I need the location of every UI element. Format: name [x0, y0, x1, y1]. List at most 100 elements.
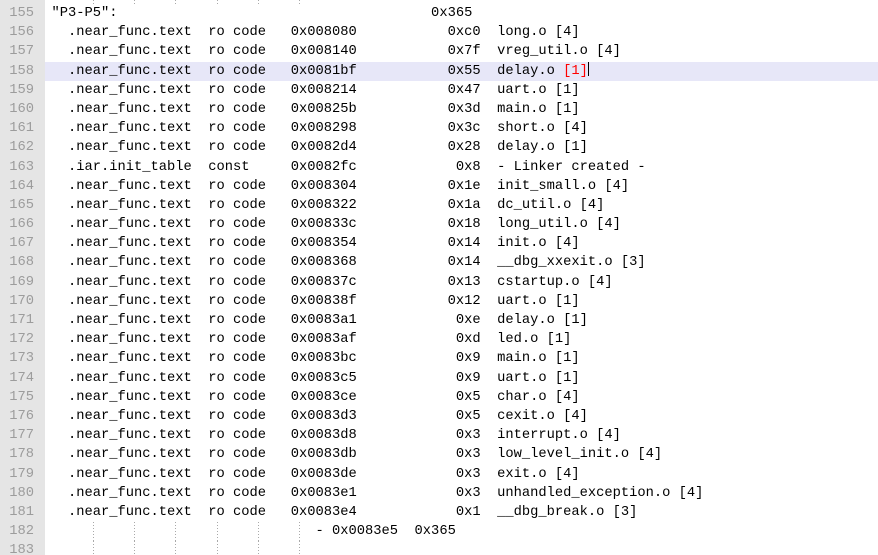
line-text[interactable]: "P3-P5": 0x365 — [51, 6, 473, 21]
line-row: 179 .near_func.text ro code 0x0083de 0x3… — [0, 464, 878, 484]
line-text[interactable]: .near_func.text ro code 0x0083e1 0x3 unh… — [51, 485, 704, 501]
line-text[interactable]: .near_func.text ro code 0x0083c5 0x9 uar… — [51, 370, 580, 386]
line-number[interactable]: 165 — [0, 195, 45, 216]
line-text[interactable]: .near_func.text ro code 0x0081bf 0x55 de… — [45, 61, 878, 81]
partial-line-text[interactable] — [45, 0, 878, 4]
indent-guide — [257, 0, 259, 4]
line-text[interactable]: .near_func.text ro code 0x00833c 0x18 lo… — [51, 217, 621, 233]
line-row: 167 .near_func.text ro code 0x008354 0x1… — [0, 234, 878, 254]
line-number[interactable]: 179 — [0, 464, 45, 484]
line-number[interactable]: 164 — [0, 176, 45, 196]
line-text[interactable]: .near_func.text ro code 0x0083e4 0x1 __d… — [51, 504, 638, 520]
line-number[interactable]: 167 — [0, 234, 45, 254]
line-row: 165 .near_func.text ro code 0x008322 0x1… — [0, 195, 878, 216]
line-number[interactable]: 155 — [0, 4, 45, 24]
line-number[interactable]: 169 — [0, 272, 45, 292]
line-text[interactable]: .near_func.text ro code 0x0083a1 0xe del… — [51, 313, 588, 328]
line-text[interactable]: .near_func.text ro code 0x008214 0x47 ua… — [51, 82, 580, 98]
line-number[interactable]: 180 — [0, 483, 45, 503]
line-row: 176 .near_func.text ro code 0x0083d3 0x5… — [0, 406, 878, 427]
line-row: 169 .near_func.text ro code 0x00837c 0x1… — [0, 272, 878, 292]
line-row: 170 .near_func.text ro code 0x00838f 0x1… — [0, 291, 878, 311]
indent-guide — [92, 522, 94, 542]
line-number[interactable]: 175 — [0, 387, 45, 407]
indent-guide — [134, 522, 135, 542]
line-number[interactable]: 170 — [0, 291, 45, 311]
line-text[interactable]: .near_func.text ro code 0x0083d3 0x5 cex… — [51, 408, 588, 424]
indent-guide — [216, 0, 218, 4]
line-text[interactable] — [45, 541, 878, 555]
line-number[interactable]: 177 — [0, 426, 45, 446]
line-text[interactable]: .near_func.text ro code 0x0083af 0xd led… — [51, 332, 572, 348]
gutter-sliver — [0, 0, 45, 4]
line-row: 160 .near_func.text ro code 0x00825b 0x3… — [0, 99, 878, 120]
line-text[interactable]: .near_func.text ro code 0x0083ce 0x5 cha… — [51, 389, 580, 405]
line-row: 173 .near_func.text ro code 0x0083bc 0x9… — [0, 349, 878, 369]
line-number[interactable]: 176 — [0, 406, 45, 427]
indent-guide — [92, 541, 94, 555]
indent-guide — [299, 541, 300, 555]
bracket-match: [1] — [563, 63, 588, 79]
line-text[interactable]: .near_func.text ro code 0x0083d8 0x3 int… — [51, 428, 621, 444]
line-text[interactable]: .near_func.text ro code 0x00825b 0x3d ma… — [51, 101, 580, 117]
partial-line-top — [0, 0, 878, 4]
line-number[interactable]: 160 — [0, 99, 45, 120]
line-number[interactable]: 173 — [0, 349, 45, 369]
line-text[interactable]: .near_func.text ro code 0x00838f 0x12 ua… — [51, 293, 580, 309]
line-row: 182 - 0x0083e5 0x365 — [0, 522, 878, 542]
indent-guide — [134, 541, 135, 555]
line-row: 159 .near_func.text ro code 0x008214 0x4… — [0, 80, 878, 100]
line-text[interactable]: .near_func.text ro code 0x008080 0xc0 lo… — [51, 25, 580, 41]
line-number[interactable]: 168 — [0, 253, 45, 273]
line-number[interactable]: 174 — [0, 368, 45, 388]
line-number[interactable]: 172 — [0, 330, 45, 350]
line-number[interactable]: 157 — [0, 42, 45, 62]
line-row: 158 .near_func.text ro code 0x0081bf 0x5… — [0, 61, 878, 81]
line-text[interactable]: .near_func.text ro code 0x0082d4 0x28 de… — [51, 140, 588, 156]
line-text[interactable]: .near_func.text ro code 0x0083de 0x3 exi… — [51, 466, 580, 482]
text-caret — [587, 61, 589, 77]
line-text[interactable]: .near_func.text ro code 0x008354 0x14 in… — [51, 236, 580, 252]
line-text[interactable]: .near_func.text ro code 0x008322 0x1a dc… — [51, 197, 605, 213]
line-row: 166 .near_func.text ro code 0x00833c 0x1… — [0, 215, 878, 235]
line-row: 174 .near_func.text ro code 0x0083c5 0x9… — [0, 368, 878, 388]
line-row: 175 .near_func.text ro code 0x0083ce 0x5… — [0, 387, 878, 407]
line-text[interactable]: .near_func.text ro code 0x008298 0x3c sh… — [51, 121, 588, 137]
line-segment: .near_func.text ro code 0x0081bf 0x55 de… — [51, 63, 564, 79]
line-number[interactable]: 159 — [0, 80, 45, 100]
line-number[interactable]: 171 — [0, 311, 45, 331]
line-number[interactable]: 156 — [0, 23, 45, 43]
line-text[interactable]: .near_func.text ro code 0x0083bc 0x9 mai… — [51, 351, 580, 367]
line-text[interactable]: .near_func.text ro code 0x008140 0x7f vr… — [51, 44, 621, 60]
line-text[interactable]: .near_func.text ro code 0x0083db 0x3 low… — [51, 447, 663, 463]
line-row: 183 — [0, 541, 878, 555]
line-text[interactable]: .iar.init_table const 0x0082fc 0x8 - Lin… — [51, 159, 646, 175]
indent-guide — [216, 541, 218, 555]
line-number[interactable]: 183 — [0, 541, 45, 555]
editor-lines: 155 "P3-P5": 0x365 156 .near_func.text r… — [0, 4, 878, 555]
indent-guide — [216, 522, 218, 542]
line-row: 157 .near_func.text ro code 0x008140 0x7… — [0, 42, 878, 62]
line-text[interactable]: .near_func.text ro code 0x00837c 0x13 cs… — [51, 274, 613, 290]
line-row: 180 .near_func.text ro code 0x0083e1 0x3… — [0, 483, 878, 503]
indent-guide — [175, 541, 177, 555]
line-text[interactable]: .near_func.text ro code 0x008304 0x1e in… — [51, 178, 630, 194]
line-text[interactable]: .near_func.text ro code 0x008368 0x14 __… — [51, 255, 646, 271]
indent-guide — [257, 541, 259, 555]
indent-guide — [299, 0, 300, 4]
line-row: 168 .near_func.text ro code 0x008368 0x1… — [0, 253, 878, 273]
line-number[interactable]: 182 — [0, 522, 45, 542]
line-number[interactable]: 178 — [0, 445, 45, 465]
line-number[interactable]: 181 — [0, 502, 45, 523]
line-row: 181 .near_func.text ro code 0x0083e4 0x1… — [0, 502, 878, 523]
line-number[interactable]: 161 — [0, 119, 45, 139]
line-number[interactable]: 163 — [0, 157, 45, 177]
indent-guide — [175, 0, 177, 4]
line-number[interactable]: 166 — [0, 215, 45, 235]
line-row: 162 .near_func.text ro code 0x0082d4 0x2… — [0, 138, 878, 158]
line-row: 156 .near_func.text ro code 0x008080 0xc… — [0, 23, 878, 43]
line-text[interactable]: - 0x0083e5 0x365 — [45, 522, 878, 542]
line-number[interactable]: 158 — [0, 61, 45, 81]
line-number[interactable]: 162 — [0, 138, 45, 158]
